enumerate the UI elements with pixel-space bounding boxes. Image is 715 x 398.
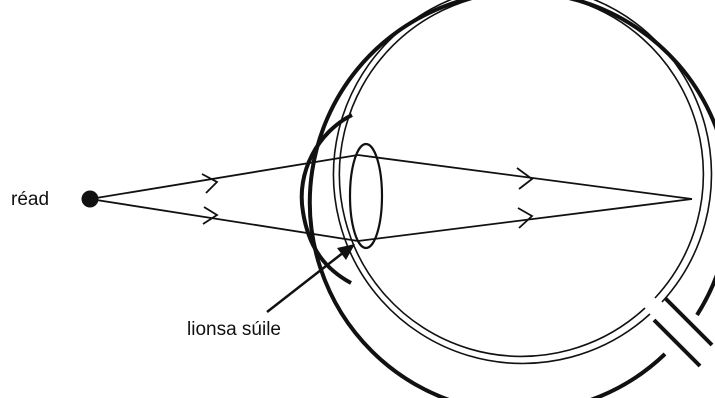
ray-upper-refracted bbox=[358, 155, 692, 199]
ray-upper-incoming bbox=[90, 155, 358, 199]
lens-pointer-line bbox=[267, 252, 344, 312]
retina-inner-line bbox=[339, 0, 703, 356]
ray-lower-refracted bbox=[358, 199, 692, 241]
lens-label: lionsa súile bbox=[187, 320, 281, 339]
ray-lower-incoming bbox=[90, 199, 358, 241]
eye-lens bbox=[350, 144, 382, 248]
arrowhead-upper-incoming bbox=[202, 174, 217, 193]
retina-outer-line bbox=[333, 0, 711, 363]
arrowhead-lower-incoming bbox=[203, 207, 217, 224]
arrowhead-lower-refracted bbox=[518, 208, 532, 228]
object-label: réad bbox=[11, 190, 49, 209]
